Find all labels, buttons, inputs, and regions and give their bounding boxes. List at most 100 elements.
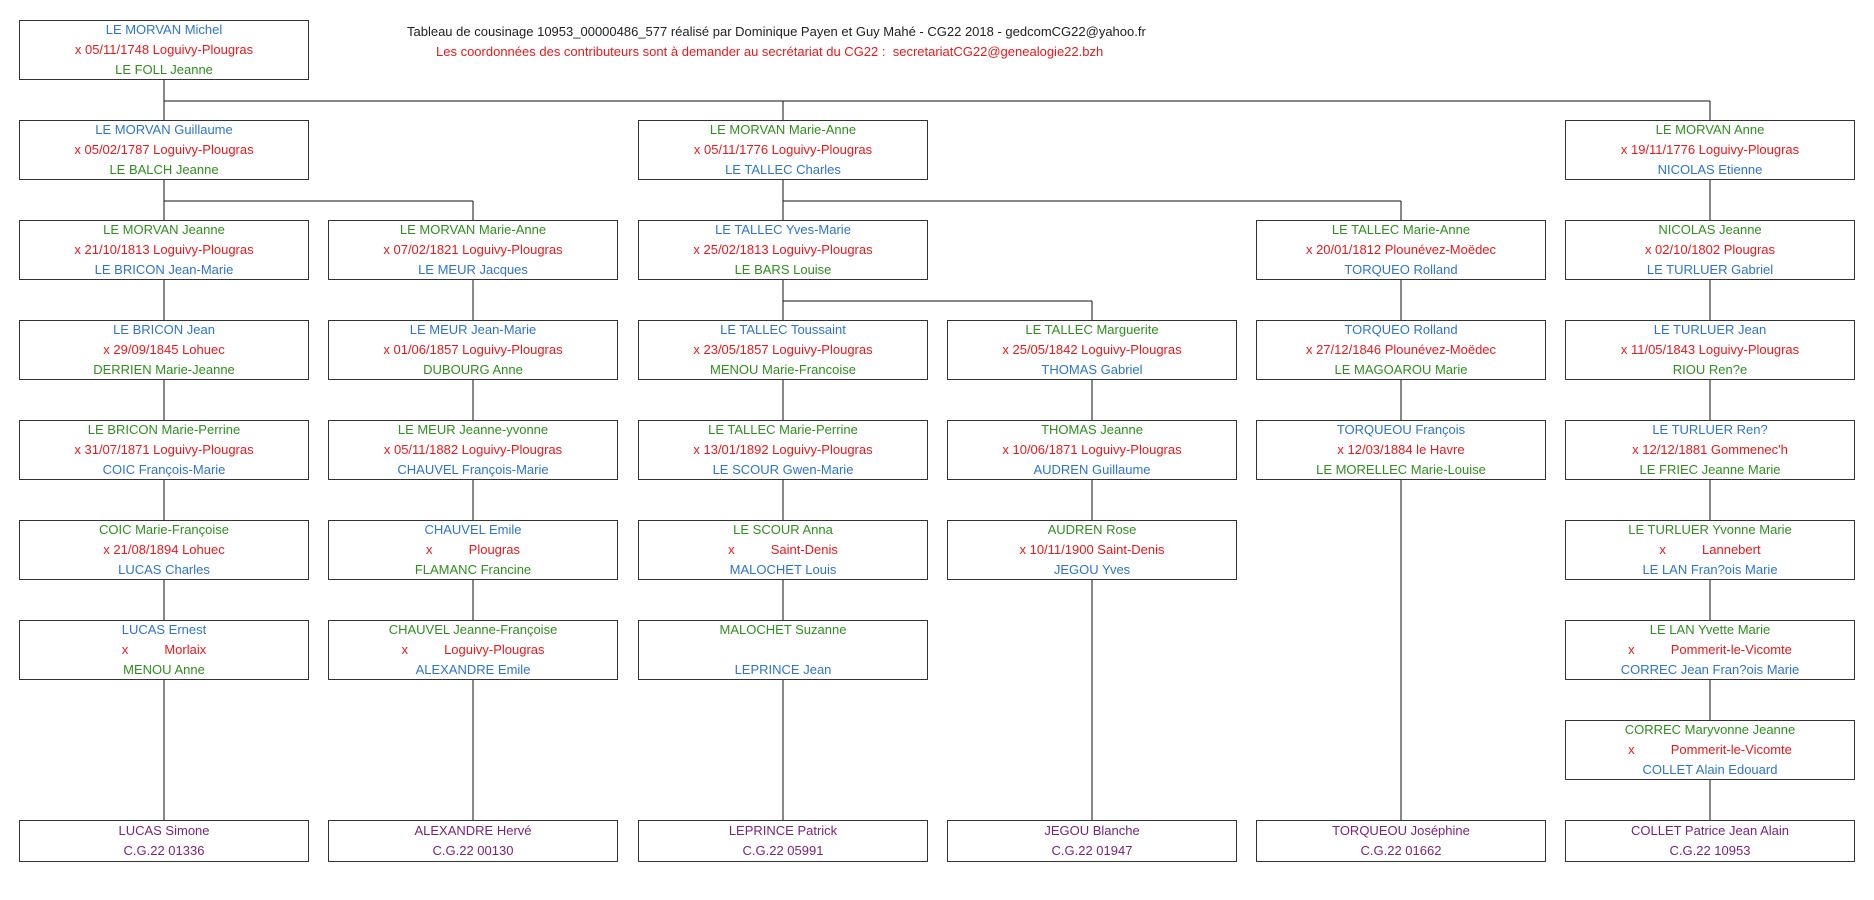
spouse-name: LE SCOUR Anna [733, 522, 833, 537]
marriage-info: x 23/05/1857 Loguivy-Plougras [693, 342, 873, 357]
marriage-info: x 27/12/1846 Plounévez-Moëdec [1305, 342, 1497, 357]
spouse-name: LE TURLUER Gabriel [1646, 262, 1774, 277]
spouse-name: LE MORELLEC Marie-Louise [1316, 462, 1486, 477]
spouse-name: LE BRICON Jean [113, 322, 215, 337]
spouse-name: COIC Marie-Françoise [98, 522, 230, 537]
spouse-name: DUBOURG Anne [423, 362, 523, 377]
chart-header-contact: Les coordonnées des contributeurs sont à… [436, 44, 1104, 59]
spouse-name: LE TALLEC Charles [725, 162, 841, 177]
spouse-name: COLLET Alain Edouard [1642, 762, 1778, 777]
spouse-name: THOMAS Jeanne [1041, 422, 1143, 437]
descendant-name: LEPRINCE Patrick [728, 823, 838, 838]
spouse-name: THOMAS Gabriel [1041, 362, 1143, 377]
spouse-name: NICOLAS Etienne [1657, 162, 1763, 177]
spouse-name: TORQUEO Rolland [1344, 322, 1458, 337]
spouse-name: TORQUEO Rolland [1344, 262, 1458, 277]
spouse-name: LE FRIEC Jeanne Marie [1639, 462, 1781, 477]
spouse-name: LE MORVAN Michel [105, 22, 223, 37]
spouse-name: MALOCHET Suzanne [719, 622, 847, 637]
spouse-name: LE TALLEC Toussaint [720, 322, 846, 337]
spouse-name: LE TALLEC Yves-Marie [715, 222, 851, 237]
marriage-info: x Pommerit-le-Vicomte [1628, 642, 1792, 657]
marriage-info: x 05/02/1787 Loguivy-Plougras [74, 142, 254, 157]
marriage-info [781, 640, 785, 660]
spouse-name: COIC François-Marie [102, 462, 226, 477]
spouse-name: LE LAN Yvette Marie [1649, 622, 1771, 637]
couple-box: LE LAN Yvette Marie x Pommerit-le-Vicomte… [1565, 620, 1855, 680]
spouse-name: LE LAN Fran?ois Marie [1642, 562, 1778, 577]
spouse-name: CHAUVEL Jeanne-Françoise [388, 622, 558, 637]
chart-header-title: Tableau de cousinage 10953_00000486_577 … [407, 24, 1146, 39]
spouse-name: LE BRICON Marie-Perrine [87, 422, 241, 437]
couple-box: TORQUEO Rolland x 27/12/1846 Plounévez-Mo… [1256, 320, 1546, 380]
couple-box: THOMAS Jeanne x 10/06/1871 Loguivy-Plougr… [947, 420, 1237, 480]
member-number: C.G.22 10953 [1669, 843, 1751, 858]
spouse-name: LE SCOUR Gwen-Marie [712, 462, 854, 477]
marriage-info: x 31/07/1871 Loguivy-Plougras [74, 442, 254, 457]
couple-box: LE BRICON Marie-Perrine x 31/07/1871 Logu… [19, 420, 309, 480]
spouse-name: LE MAGOAROU Marie [1334, 362, 1468, 377]
spouse-name: MENOU Anne [123, 662, 205, 677]
marriage-info: x 05/11/1748 Loguivy-Plougras [74, 42, 254, 57]
marriage-info: x 12/03/1884 le Havre [1337, 442, 1465, 457]
marriage-info: x 07/02/1821 Loguivy-Plougras [383, 242, 563, 257]
spouse-name: MALOCHET Louis [729, 562, 837, 577]
spouse-name: LUCAS Ernest [121, 622, 207, 637]
spouse-name: LE MORVAN Anne [1655, 122, 1765, 137]
spouse-name: LE TALLEC Marie-Anne [1331, 222, 1471, 237]
descendant-name: TORQUEOU Joséphine [1332, 823, 1470, 838]
spouse-name: CORREC Maryvonne Jeanne [1624, 722, 1796, 737]
couple-box: LE MORVAN Michel x 05/11/1748 Loguivy-Plo… [19, 20, 309, 80]
marriage-info: x 05/11/1776 Loguivy-Plougras [693, 142, 873, 157]
spouse-name: LE TALLEC Marguerite [1025, 322, 1159, 337]
spouse-name: FLAMANC Francine [414, 562, 532, 577]
spouse-name: LE TURLUER Yvonne Marie [1628, 522, 1792, 537]
descendant-name: ALEXANDRE Hervé [414, 823, 532, 838]
spouse-name: RIOU Ren?e [1672, 362, 1748, 377]
couple-box: LE TURLUER Yvonne Marie x Lannebert LE LAN… [1565, 520, 1855, 580]
spouse-name: AUDREN Guillaume [1033, 462, 1151, 477]
marriage-info: x 21/10/1813 Loguivy-Plougras [74, 242, 254, 257]
marriage-info: x 05/11/1882 Loguivy-Plougras [383, 442, 563, 457]
spouse-name: CORREC Jean Fran?ois Marie [1620, 662, 1800, 677]
member-number: C.G.22 01662 [1360, 843, 1442, 858]
marriage-info: x 20/01/1812 Plounévez-Moëdec [1305, 242, 1497, 257]
spouse-name: JEGOU Yves [1053, 562, 1131, 577]
marriage-info: x 21/08/1894 Lohuec [103, 542, 225, 557]
spouse-name: LE BARS Louise [734, 262, 832, 277]
spouse-name: LEPRINCE Jean [734, 662, 832, 677]
descendant-name: LUCAS Simone [118, 823, 210, 838]
member-number: C.G.22 01947 [1051, 843, 1133, 858]
marriage-info: x Lannebert [1659, 542, 1761, 557]
spouse-name: LUCAS Charles [118, 562, 210, 577]
marriage-info: x 13/01/1892 Loguivy-Plougras [693, 442, 873, 457]
descendant-name: JEGOU Blanche [1044, 823, 1140, 838]
marriage-info: x 10/06/1871 Loguivy-Plougras [1002, 442, 1182, 457]
marriage-info: x 12/12/1881 Gommenec'h [1632, 442, 1788, 457]
spouse-name: DERRIEN Marie-Jeanne [93, 362, 235, 377]
spouse-name: LE TURLUER Ren? [1652, 422, 1768, 437]
marriage-info: x 01/06/1857 Loguivy-Plougras [383, 342, 563, 357]
marriage-info: x 11/05/1843 Loguivy-Plougras [1620, 342, 1800, 357]
marriage-info: x 19/11/1776 Loguivy-Plougras [1620, 142, 1800, 157]
